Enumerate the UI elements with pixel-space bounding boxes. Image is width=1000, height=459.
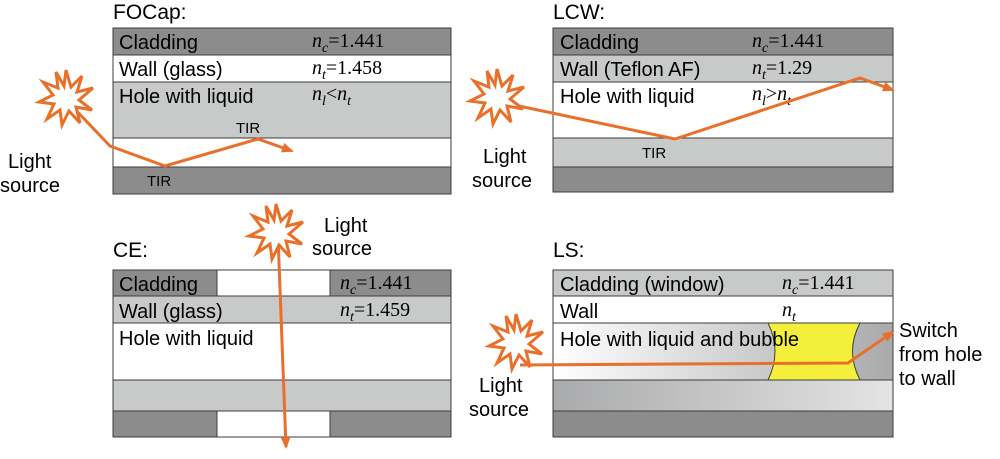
lcw-hole-label: Hole with liquid — [560, 86, 695, 108]
lcw-cladding-label: Cladding — [560, 32, 639, 54]
ce-wall-label: Wall (glass) — [119, 301, 223, 323]
ls-switch-line2: from hole — [899, 344, 982, 366]
ls-switch-line1: Switch — [899, 320, 958, 342]
focap-title: FOCap: — [113, 1, 187, 24]
focap-cladding-layer — [112, 27, 452, 56]
focap-cladding-bottom — [112, 166, 452, 195]
ls-nc: nc=1.441 — [782, 272, 855, 298]
ce-cladding-window-top — [216, 269, 331, 297]
panel-ls: LS: Cladding (window) Wall Hole with liq… — [469, 239, 982, 438]
ls-wall-layer — [552, 295, 894, 324]
ce-wall-bottom — [112, 379, 452, 412]
ce-cladding-label: Cladding — [119, 274, 198, 296]
lcw-source-line2: source — [472, 170, 532, 192]
focap-tir-bottom: TIR — [147, 173, 171, 190]
ls-hole-label: Hole with liquid and bubble — [560, 329, 799, 351]
focap-tir-top: TIR — [236, 120, 260, 137]
starburst-icon — [37, 68, 95, 127]
ls-wall-label: Wall — [560, 301, 598, 323]
starburst-icon — [487, 312, 545, 371]
ce-hole-label: Hole with liquid — [119, 328, 254, 350]
lcw-wall-bottom — [552, 137, 894, 168]
ls-source-line2: source — [469, 399, 529, 421]
ls-cladding-label: Cladding (window) — [560, 274, 725, 296]
ls-cladding-layer — [552, 269, 894, 297]
lcw-cladding-bottom — [552, 166, 894, 193]
starburst-icon — [247, 202, 305, 261]
lcw-source-line1: Light — [483, 146, 527, 168]
ls-title: LS: — [553, 239, 585, 262]
focap-nc: nc=1.441 — [312, 30, 385, 56]
panel-ce: CE: Cladding Wall (glass) Hole with liqu… — [112, 202, 452, 449]
lcw-wall-layer — [552, 54, 894, 83]
focap-light-ray — [68, 102, 294, 168]
ce-nt: nt=1.459 — [340, 299, 410, 325]
ls-wall-bottom — [552, 379, 894, 412]
focap-wall-label: Wall (glass) — [119, 59, 223, 81]
ce-cladding-window-bottom — [216, 410, 331, 438]
ls-cladding-bottom — [552, 410, 894, 438]
ce-source-line2: source — [312, 238, 372, 260]
focap-nl: nl<nt — [312, 83, 352, 109]
lcw-wall-label: Wall (Teflon AF) — [560, 59, 700, 81]
lcw-light-ray — [499, 76, 895, 141]
ls-light-ray — [519, 330, 895, 367]
ce-title: CE: — [113, 239, 148, 262]
ls-source-line1: Light — [479, 375, 523, 397]
panel-lcw: LCW: Cladding Wall (Teflon AF) Hole with… — [468, 1, 895, 193]
focap-nt: nt=1.458 — [312, 57, 382, 83]
focap-wall-bottom — [112, 137, 452, 168]
lcw-nt: nt=1.29 — [752, 57, 812, 83]
ce-source-line1: Light — [324, 215, 368, 237]
lcw-title: LCW: — [553, 1, 605, 24]
ce-nc: nc=1.441 — [340, 272, 413, 298]
ls-nt: nt — [782, 299, 797, 325]
panel-focap: FOCap: Cladding Wall (glass) Hole with l… — [0, 1, 452, 197]
ls-switch-line3: to wall — [899, 368, 956, 390]
focap-hole-label: Hole with liquid — [119, 86, 254, 108]
focap-wall-layer — [112, 54, 452, 83]
ls-bubble — [767, 322, 861, 381]
focap-hole-layer — [112, 81, 452, 139]
starburst-icon — [468, 67, 526, 126]
focap-source-line2: source — [0, 175, 60, 197]
lcw-hole-layer — [552, 81, 894, 139]
focap-source-line1: Light — [8, 151, 52, 173]
ce-light-ray — [276, 235, 291, 449]
lcw-nc: nc=1.441 — [752, 30, 825, 56]
lcw-tir: TIR — [642, 145, 666, 162]
focap-cladding-label: Cladding — [119, 32, 198, 54]
